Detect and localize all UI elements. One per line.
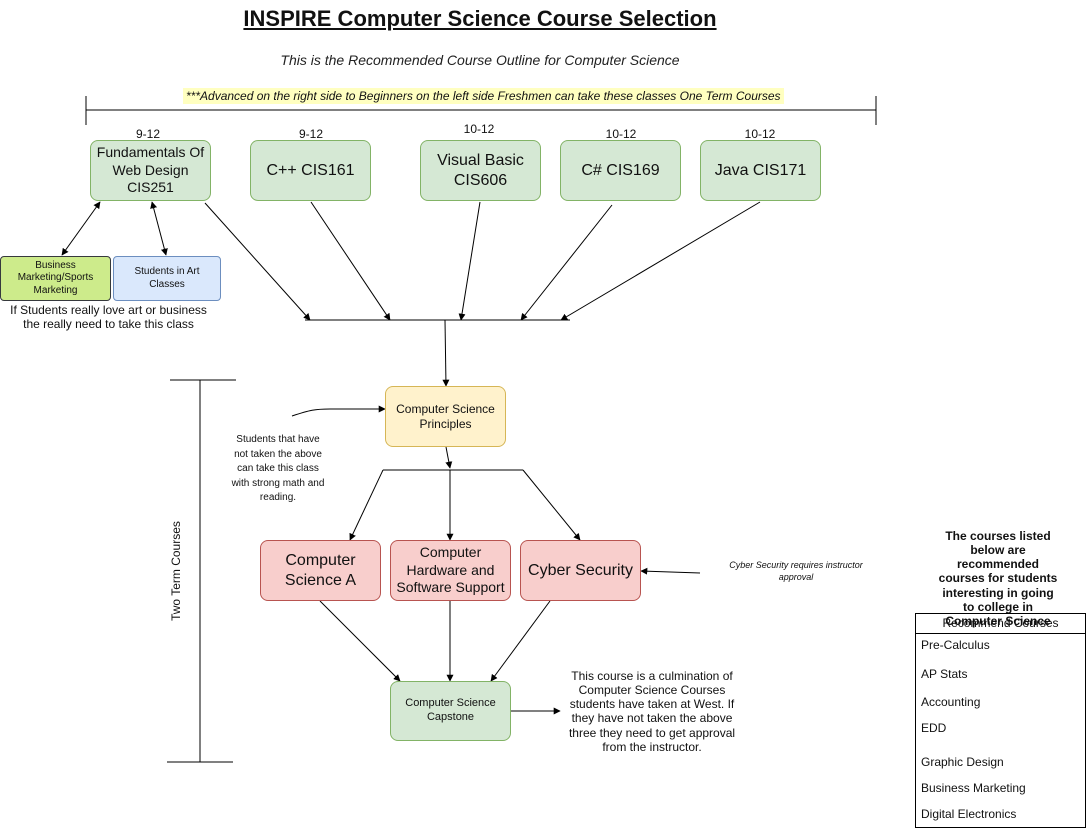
page-subtitle: This is the Recommended Course Outline f… xyxy=(280,52,680,68)
capstone-box: Computer Science Capstone xyxy=(390,681,511,741)
course-box-hardware: Computer Hardware and Software Support xyxy=(390,540,511,601)
principles-box: Computer Science Principles xyxy=(385,386,506,447)
recommended-item: Graphic Design xyxy=(921,755,1004,769)
grade-label-csharp: 10-12 xyxy=(605,127,637,141)
recommended-courses-table: Recommend Courses Pre-Calculus AP Stats … xyxy=(915,613,1086,828)
business-marketing-label: Business Marketing/Sports Marketing xyxy=(17,259,94,296)
grade-label-java: 10-12 xyxy=(744,127,776,141)
two-term-label: Two Term Courses xyxy=(169,521,183,621)
grade-label-cpp: 9-12 xyxy=(298,127,324,141)
principles-label: Computer Science Principles xyxy=(396,401,495,431)
course-name-java: Java CIS171 xyxy=(714,161,807,179)
course-box-cpp: C++ CIS161 xyxy=(250,140,371,201)
art-classes-label: Students in Art Classes xyxy=(134,266,200,290)
recommended-header: Recommend Courses xyxy=(916,614,1085,634)
recommended-item: Business Marketing xyxy=(921,781,1026,795)
course-name-csharp: C# CIS169 xyxy=(581,161,660,179)
page-title: INSPIRE Computer Science Course Selectio… xyxy=(243,6,717,31)
grade-label-visual-basic: 10-12 xyxy=(463,122,495,136)
art-classes-box: Students in Art Classes xyxy=(113,256,221,301)
course-box-java: Java CIS171 xyxy=(700,140,821,201)
recommended-item: Digital Electronics xyxy=(921,807,1017,821)
course-box-cs-a: Computer Science A xyxy=(260,540,381,601)
course-box-visual-basic: Visual Basic CIS606 xyxy=(420,140,541,201)
recommended-item: AP Stats xyxy=(921,667,968,681)
course-box-csharp: C# CIS169 xyxy=(560,140,681,201)
course-box-web-design: Fundamentals Of Web Design CIS251 xyxy=(90,140,211,201)
side-note: If Students really love art or business … xyxy=(10,303,207,332)
grade-label-web-design: 9-12 xyxy=(135,127,161,141)
course-name-cyber-security: Cyber Security xyxy=(528,561,633,579)
course-name-cpp: C++ CIS161 xyxy=(266,161,355,179)
one-term-banner: ***Advanced on the right side to Beginne… xyxy=(183,88,784,104)
business-marketing-box: Business Marketing/Sports Marketing xyxy=(0,256,111,301)
course-name-hardware: Computer Hardware and Software Support xyxy=(396,544,505,596)
course-name-visual-basic: Visual Basic CIS606 xyxy=(437,151,524,189)
capstone-label: Computer Science Capstone xyxy=(405,697,496,723)
cyber-security-note: Cyber Security requires instructor appro… xyxy=(729,560,863,583)
recommended-item: EDD xyxy=(921,721,947,735)
course-name-web-design: Fundamentals Of Web Design CIS251 xyxy=(96,144,205,196)
recommended-heading: The courses listed below are recommended… xyxy=(938,529,1058,628)
course-box-cyber-security: Cyber Security xyxy=(520,540,641,601)
principles-note: Students that have not taken the above c… xyxy=(231,434,325,503)
capstone-note: This course is a culmination of Computer… xyxy=(568,669,736,754)
recommended-item: Accounting xyxy=(921,695,981,709)
course-name-cs-a: Computer Science A xyxy=(284,551,357,589)
recommended-item: Pre-Calculus xyxy=(921,638,990,652)
